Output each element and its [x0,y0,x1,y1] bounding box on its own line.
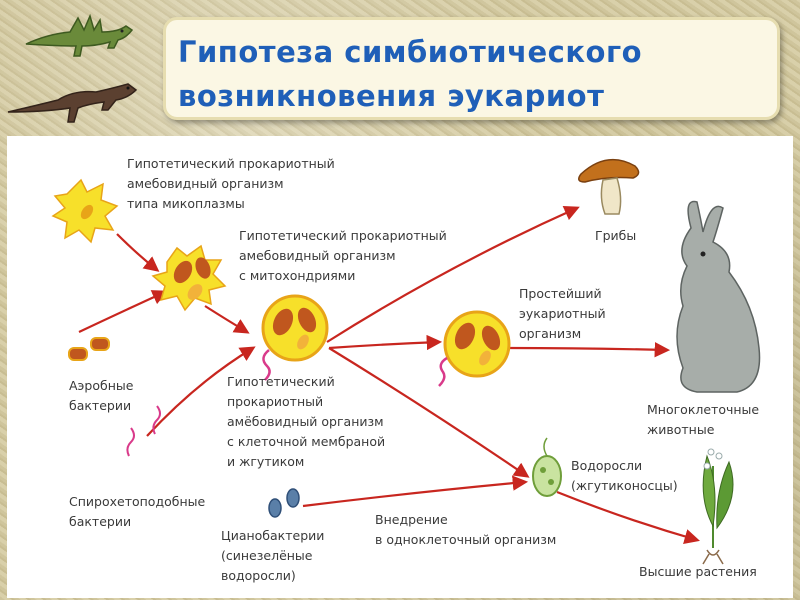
label-membrane-cell: Гипотетический прокариотный амёбовидный … [227,374,389,469]
flower-plant-icon [702,448,734,565]
arrow-membrane-to-algae [328,347,530,478]
label-fungi: Грибы [595,228,636,243]
arrow-mito-to-membrane [204,305,250,334]
dinosaur-icon [7,83,138,123]
title-line-2: возникновения эукариот [178,79,605,113]
page-title: Гипотеза симбиотического возникновения э… [178,30,773,118]
dinosaur-icon [25,13,134,57]
eukaryote-origin-diagram: Гипотетический прокариотный амебовидный … [51,156,763,583]
mushroom-icon [578,158,640,215]
label-protozoa: Простейший эукариотный организм [519,286,610,341]
title-line-1: Гипотеза симбиотического [178,35,643,69]
arrow-protozoa-to-animals [508,341,671,358]
label-mycoplasma: Гипотетический прокариотный амебовидный … [127,156,339,211]
arrow-membrane-to-protozoa [328,334,443,351]
hare-icon [676,200,761,393]
arrow-cyano-to-algae [302,475,529,508]
label-animals: Многоклеточные животные [647,402,763,437]
label-introduction: Внедрение в одноклеточный организм [375,512,556,547]
label-mitochondria: Гипотетический прокариотный амебовидный … [239,228,451,283]
title-box: Гипотеза симбиотического возникновения э… [163,17,780,120]
mitochondria-cell [151,244,227,312]
arrow-mycoplasma-to-mito [116,233,160,272]
aerobic-bacteria [68,337,110,361]
arrow-spirochete-to-membrane [146,346,256,437]
label-cyanobacteria: Цианобактерии (синезелёные водоросли) [221,528,328,583]
mycoplasma-cell [51,178,119,244]
arrow-aerobic-to-mito [78,290,168,333]
protozoa-cell [438,310,511,387]
algae-cell [532,437,562,497]
cyanobacteria [268,488,300,518]
diagram-panel: Гипотетический прокариотный амебовидный … [7,136,793,598]
label-spirochete: Спирохетоподобные бактерии [69,494,209,529]
label-algae: Водоросли (жгутиконосцы) [571,458,678,493]
membrane-cell [261,294,329,381]
label-aerobic-bacteria: Аэробные бактерии [69,378,137,413]
arrow-algae-to-plants [556,490,700,545]
arrow-membrane-to-fungi [326,205,580,343]
label-plants: Высшие растения [639,564,757,579]
spirochete-bacteria [126,405,161,457]
arrows [78,205,700,545]
